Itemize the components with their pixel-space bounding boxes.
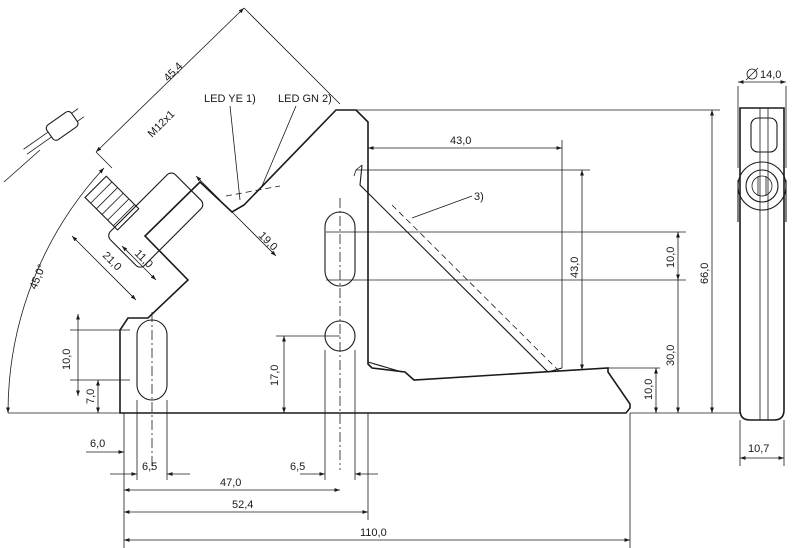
dim-52-4: 52,4 xyxy=(232,499,253,511)
note-3: 3) xyxy=(474,191,484,203)
dim-30-0: 30,0 xyxy=(665,345,677,366)
dim-6-5-mid: 6,5 xyxy=(290,461,305,473)
cable-connector-icon xyxy=(23,108,85,155)
dim-line-45-4 xyxy=(95,7,245,153)
thread-label: M12x1 xyxy=(146,108,178,140)
dim-43-0-top: 43,0 xyxy=(450,135,471,147)
web-centerline xyxy=(391,204,561,373)
dim-10-0-left: 10,0 xyxy=(61,349,73,370)
side-view xyxy=(737,107,787,421)
led-ye-label: LED YE 1) xyxy=(204,93,256,105)
angle-45: 45,0° xyxy=(28,263,49,291)
dim-66-0: 66,0 xyxy=(699,263,711,284)
dim-110-0: 110,0 xyxy=(360,527,387,539)
dim-arc-45 xyxy=(6,167,105,414)
dim-17-0: 17,0 xyxy=(269,365,281,386)
dim-6-0: 6,0 xyxy=(90,438,105,450)
dim-10-0-bottom: 10,0 xyxy=(643,379,655,400)
dim-11-0: 11,0 xyxy=(132,248,155,271)
diameter-symbol xyxy=(745,67,759,81)
dim-7-0: 7,0 xyxy=(85,389,97,404)
dim-43-0-vert: 43,0 xyxy=(569,257,581,278)
cable-line xyxy=(3,149,41,183)
dim-10-7: 10,7 xyxy=(748,443,769,455)
dim-19-0: 19,0 xyxy=(256,230,280,254)
dim-10-0-right: 10,0 xyxy=(665,247,677,268)
slot-middle-lower xyxy=(324,198,356,470)
bracket-outline xyxy=(119,109,631,414)
dim-21-0: 21,0 xyxy=(100,250,124,274)
dim-diameter-14-0: 14,0 xyxy=(760,69,781,81)
dim-6-5-left: 6,5 xyxy=(142,461,157,473)
led-gn-label: LED GN 2) xyxy=(278,93,332,105)
slot-left xyxy=(136,312,168,470)
dim-47-0: 47,0 xyxy=(220,477,241,489)
dim-45-4: 45,4 xyxy=(162,60,186,84)
